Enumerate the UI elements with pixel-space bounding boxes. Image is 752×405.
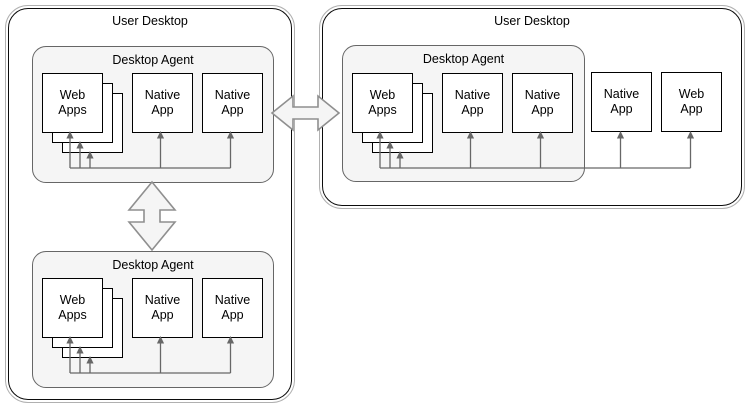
native-app-box-1: Native App <box>442 73 503 133</box>
native-app-label: Native App <box>524 88 561 117</box>
desktop-agent-right: Desktop Agent Web Apps Native App Native… <box>342 45 585 182</box>
desktop-agent-right-label: Desktop Agent <box>422 52 505 66</box>
native-app-label: Native App <box>214 88 251 117</box>
web-apps-label: Web Apps <box>58 293 87 322</box>
user-desktop-left: User Desktop Desktop Agent Web Apps Nati… <box>5 5 295 403</box>
web-app-label: Web App <box>678 87 705 116</box>
native-app-box-2: Native App <box>202 278 263 338</box>
user-desktop-right: User Desktop Desktop Agent Web Apps Nati… <box>319 5 745 209</box>
web-apps-label: Web Apps <box>58 88 87 117</box>
desktop-agent-top-left-label: Desktop Agent <box>112 53 194 67</box>
native-app-label: Native App <box>454 88 491 117</box>
web-apps-box: Web Apps <box>42 73 103 133</box>
native-app-label: Native App <box>603 87 640 116</box>
native-app-label: Native App <box>144 293 181 322</box>
desktop-agent-top-left: Desktop Agent Web Apps Native App Native… <box>32 46 274 183</box>
native-app-box-1: Native App <box>132 73 193 133</box>
user-desktop-left-label: User Desktop <box>112 14 188 28</box>
desktop-agent-bottom-left: Desktop Agent Web Apps Native App Native… <box>32 251 274 388</box>
web-app-box-outside-agent: Web App <box>661 72 722 132</box>
desktop-agent-bottom-left-label: Desktop Agent <box>112 258 194 272</box>
web-apps-box: Web Apps <box>42 278 103 338</box>
user-desktop-right-label: User Desktop <box>494 14 570 28</box>
native-app-box-2: Native App <box>512 73 573 133</box>
native-app-label: Native App <box>214 293 251 322</box>
native-app-box-1: Native App <box>132 278 193 338</box>
native-app-box-2: Native App <box>202 73 263 133</box>
native-app-label: Native App <box>144 88 181 117</box>
web-apps-box: Web Apps <box>352 73 413 133</box>
web-apps-label: Web Apps <box>368 88 397 117</box>
native-app-box-outside-agent: Native App <box>591 72 652 132</box>
